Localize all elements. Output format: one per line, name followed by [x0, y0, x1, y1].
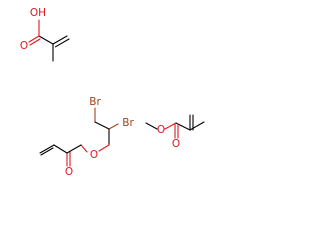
bond: [66, 144, 82, 154]
bond: [145, 122, 158, 130]
bond: [189, 121, 205, 131]
bond: [28, 35, 40, 43]
bond: [94, 121, 110, 130]
atom-o-carbonyl: O: [65, 166, 73, 178]
bond: [39, 144, 55, 154]
molecule-methacrylic-acid: OH O: [20, 7, 70, 62]
bond: [54, 38, 70, 48]
bond: [40, 147, 54, 156]
bond: [52, 35, 68, 45]
bond: [108, 123, 119, 130]
atom-o-carbonyl: O: [20, 40, 28, 52]
bond: [98, 144, 110, 152]
atom-o-carbonyl: O: [172, 138, 180, 150]
molecule-dibromopropyl-acrylate: Br Br O O: [39, 96, 134, 178]
atom-br-mid: Br: [122, 117, 134, 129]
atom-oh: OH: [30, 7, 46, 19]
atom-o-ester: O: [157, 124, 165, 136]
atom-br-top: Br: [89, 96, 101, 108]
bond: [29, 38, 41, 46]
bond: [53, 144, 68, 154]
molecule-methyl-methacrylate: O O: [145, 114, 205, 150]
bond: [164, 122, 177, 130]
atom-o-ester: O: [90, 149, 98, 161]
bond: [80, 144, 88, 153]
bond: [38, 35, 54, 45]
structure-canvas: OH O Br Br O O O O: [20, 7, 205, 178]
